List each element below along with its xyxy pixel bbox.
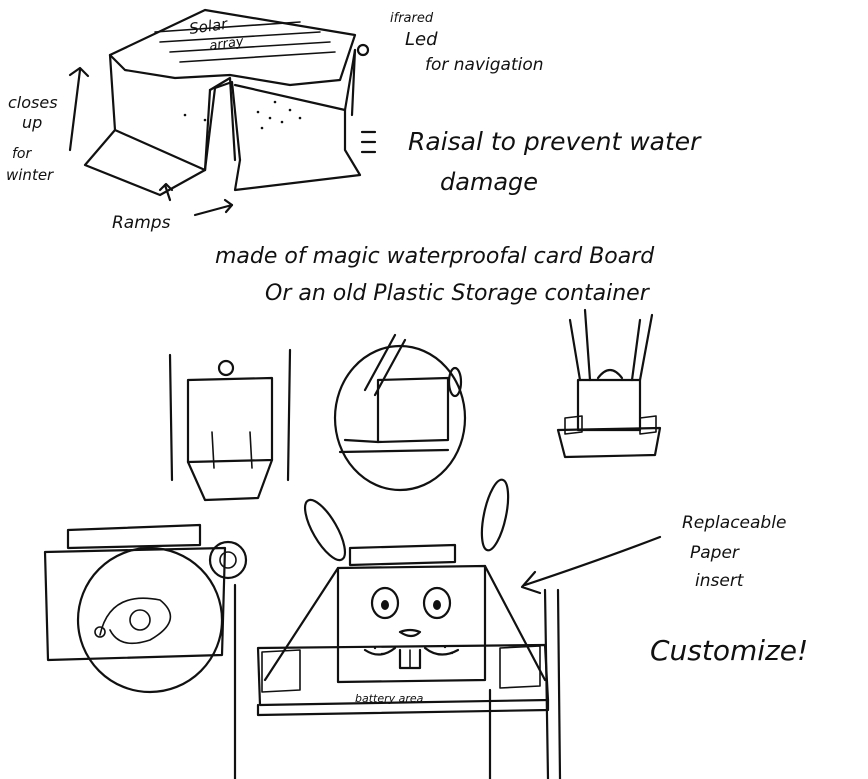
label-solar-1: Solar — [188, 15, 229, 38]
arrowhead-replaceable — [520, 570, 542, 595]
sketch-sign-panel — [43, 523, 248, 779]
label-closes-3: for — [12, 146, 32, 162]
label-infrared-3: for navigation — [425, 55, 544, 75]
label-replaceable-1: Replaceable — [682, 513, 786, 533]
label-closes-4: winter — [6, 166, 54, 184]
label-made-of-1: made of magic waterproofal card Board — [215, 244, 655, 269]
sketch-bunny-house — [256, 478, 562, 779]
sketch-tall-box — [168, 348, 292, 502]
label-ramps: Ramps — [112, 213, 171, 233]
label-battery: battery area — [355, 692, 424, 705]
sketch-round-box — [333, 333, 467, 492]
label-closes-1: closes — [8, 93, 58, 112]
label-infrared-1: ifrared — [390, 11, 434, 26]
sketch-bunny-box — [556, 308, 662, 459]
label-replaceable-3: insert — [695, 571, 745, 591]
label-replaceable-2: Paper — [690, 543, 740, 563]
label-closes-2: up — [22, 113, 42, 132]
label-raisal-2: damage — [440, 168, 538, 196]
label-solar-2: array — [208, 34, 244, 54]
label-raisal-1: Raisal to prevent water — [408, 127, 702, 156]
house-sketch-top — [68, 8, 377, 217]
arrow-replaceable — [523, 535, 662, 587]
label-infrared-2: Led — [405, 29, 438, 50]
label-made-of-2: Or an old Plastic Storage container — [265, 281, 651, 306]
label-customize: Customize! — [650, 634, 808, 667]
